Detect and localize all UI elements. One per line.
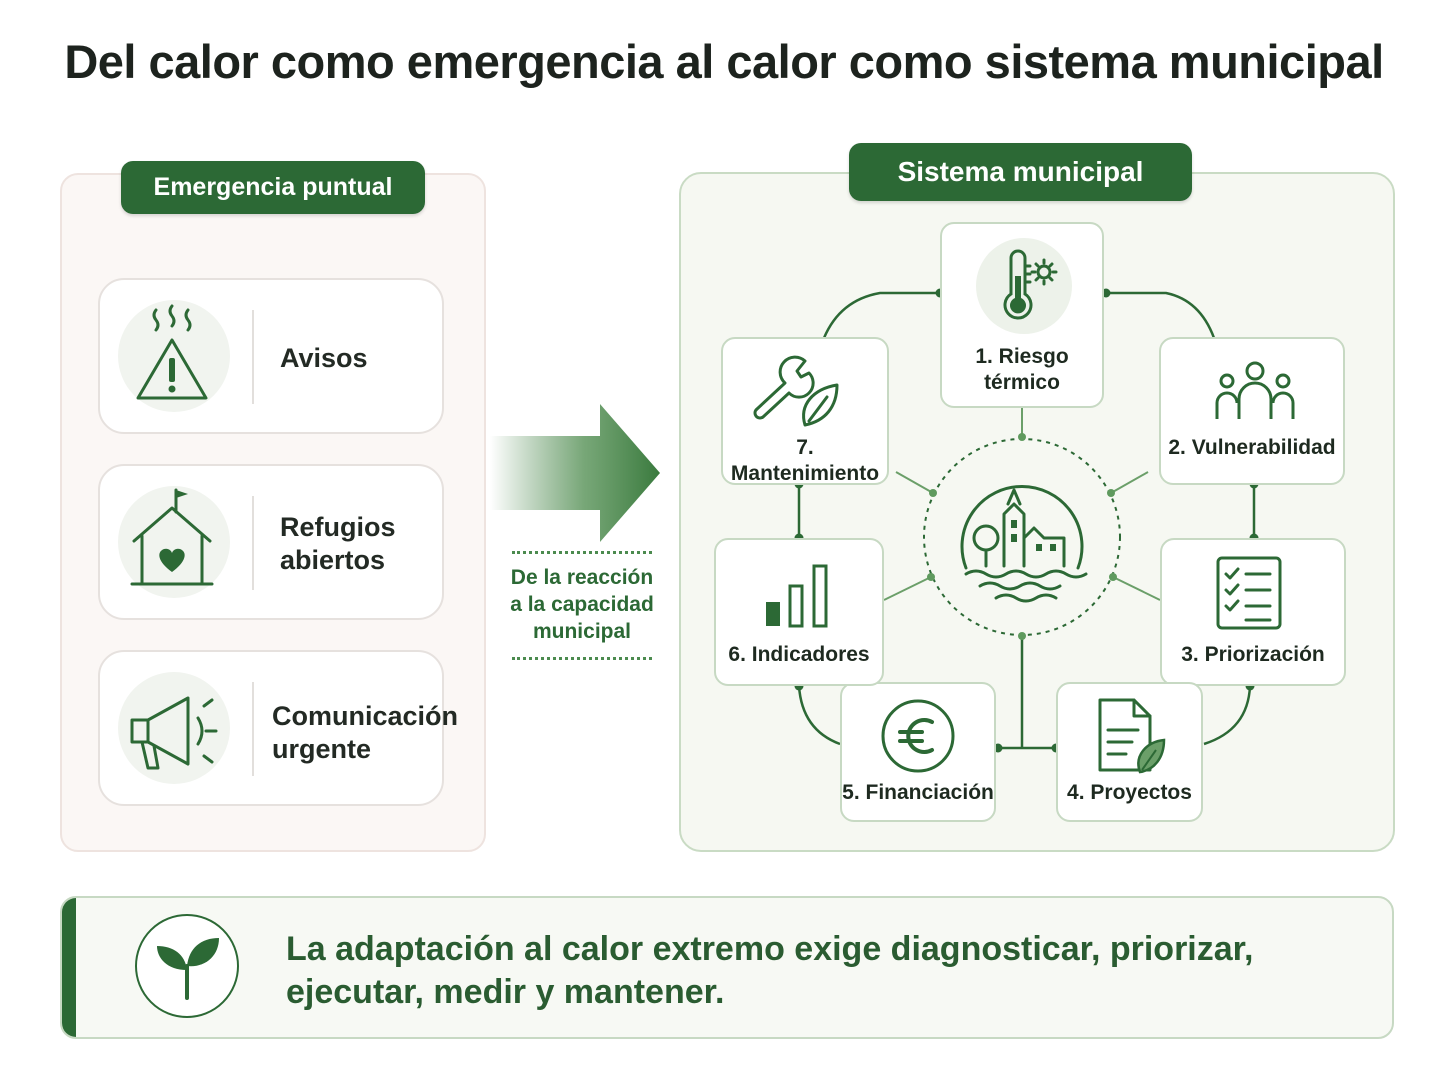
sprout-icon [135, 914, 239, 1018]
bar-chart-icon [766, 564, 828, 628]
transition-text: De la reacción a la capacidad municipal [498, 564, 666, 645]
euro-icon [881, 699, 955, 773]
banner-message: La adaptación al calor extremo exige dia… [286, 928, 1366, 1014]
node-label: 7. Mantenimiento [730, 436, 880, 485]
transition-arrow-icon [490, 404, 660, 542]
card-label-line: Comunicación [272, 701, 459, 731]
page-title: Del calor como emergencia al calor como … [64, 35, 1384, 88]
banner-message-line: ejecutar, medir y mantener. [286, 973, 725, 1011]
left-panel-heading: Emergencia puntual [121, 161, 425, 214]
node-vulnerabilidad: 2. Vulnerabilidad [1159, 337, 1345, 485]
node-label-line: térmico [984, 371, 1060, 394]
node-label: 1. Riesgo térmico [942, 344, 1102, 396]
megaphone-icon [118, 672, 230, 784]
node-priorizacion: 3. Priorización [1160, 538, 1346, 686]
town-landscape-icon [960, 485, 1088, 603]
card-label-line: Refugios [280, 512, 396, 542]
card-label-refugios: Refugios abiertos [280, 511, 396, 577]
card-refugios: Refugios abiertos [98, 464, 444, 620]
node-riesgo-termico: 1. Riesgo térmico [940, 222, 1104, 408]
checklist-icon [1216, 556, 1282, 630]
transition-text-line: De la reacción [510, 566, 654, 589]
bottom-banner: La adaptación al calor extremo exige dia… [60, 896, 1394, 1039]
right-panel-heading: Sistema municipal [849, 143, 1192, 201]
card-label-comunicacion: Comunicación urgente [272, 700, 458, 766]
transition-text-line: municipal [532, 620, 632, 643]
document-leaf-icon [1098, 698, 1166, 774]
card-divider [252, 310, 254, 404]
node-mantenimiento: 7. Mantenimiento [721, 337, 889, 485]
banner-message-line: La adaptación al calor extremo exige dia… [286, 930, 1254, 968]
transition-divider-bottom [512, 657, 652, 660]
card-avisos: Avisos [98, 278, 444, 434]
card-label-line: abiertos [280, 545, 386, 575]
transition-text-line: a la capacidad [510, 593, 654, 616]
wrench-leaf-icon [753, 355, 839, 427]
node-financiacion: 5. Financiación [840, 682, 996, 822]
warning-heat-icon [118, 300, 230, 412]
node-label: 6. Indicadores [728, 643, 870, 666]
shelter-heart-icon [118, 486, 230, 598]
people-group-icon [1215, 361, 1295, 419]
card-divider [252, 496, 254, 590]
node-label: 5. Financiación [842, 781, 994, 804]
node-label-line: 1. Riesgo [975, 345, 1069, 368]
card-comunicacion: Comunicación urgente [98, 650, 458, 806]
node-label: 4. Proyectos [1067, 781, 1192, 804]
node-label: 3. Priorización [1181, 643, 1325, 666]
node-indicadores: 6. Indicadores [714, 538, 884, 686]
node-label: 2. Vulnerabilidad [1168, 436, 1336, 459]
thermometer-sun-icon [976, 238, 1072, 334]
card-label-avisos: Avisos [280, 343, 368, 373]
transition-divider-top [512, 551, 652, 554]
card-divider [252, 682, 254, 776]
banner-accent-bar [62, 898, 76, 1037]
card-label-line: urgente [272, 734, 372, 764]
node-proyectos: 4. Proyectos [1056, 682, 1203, 822]
